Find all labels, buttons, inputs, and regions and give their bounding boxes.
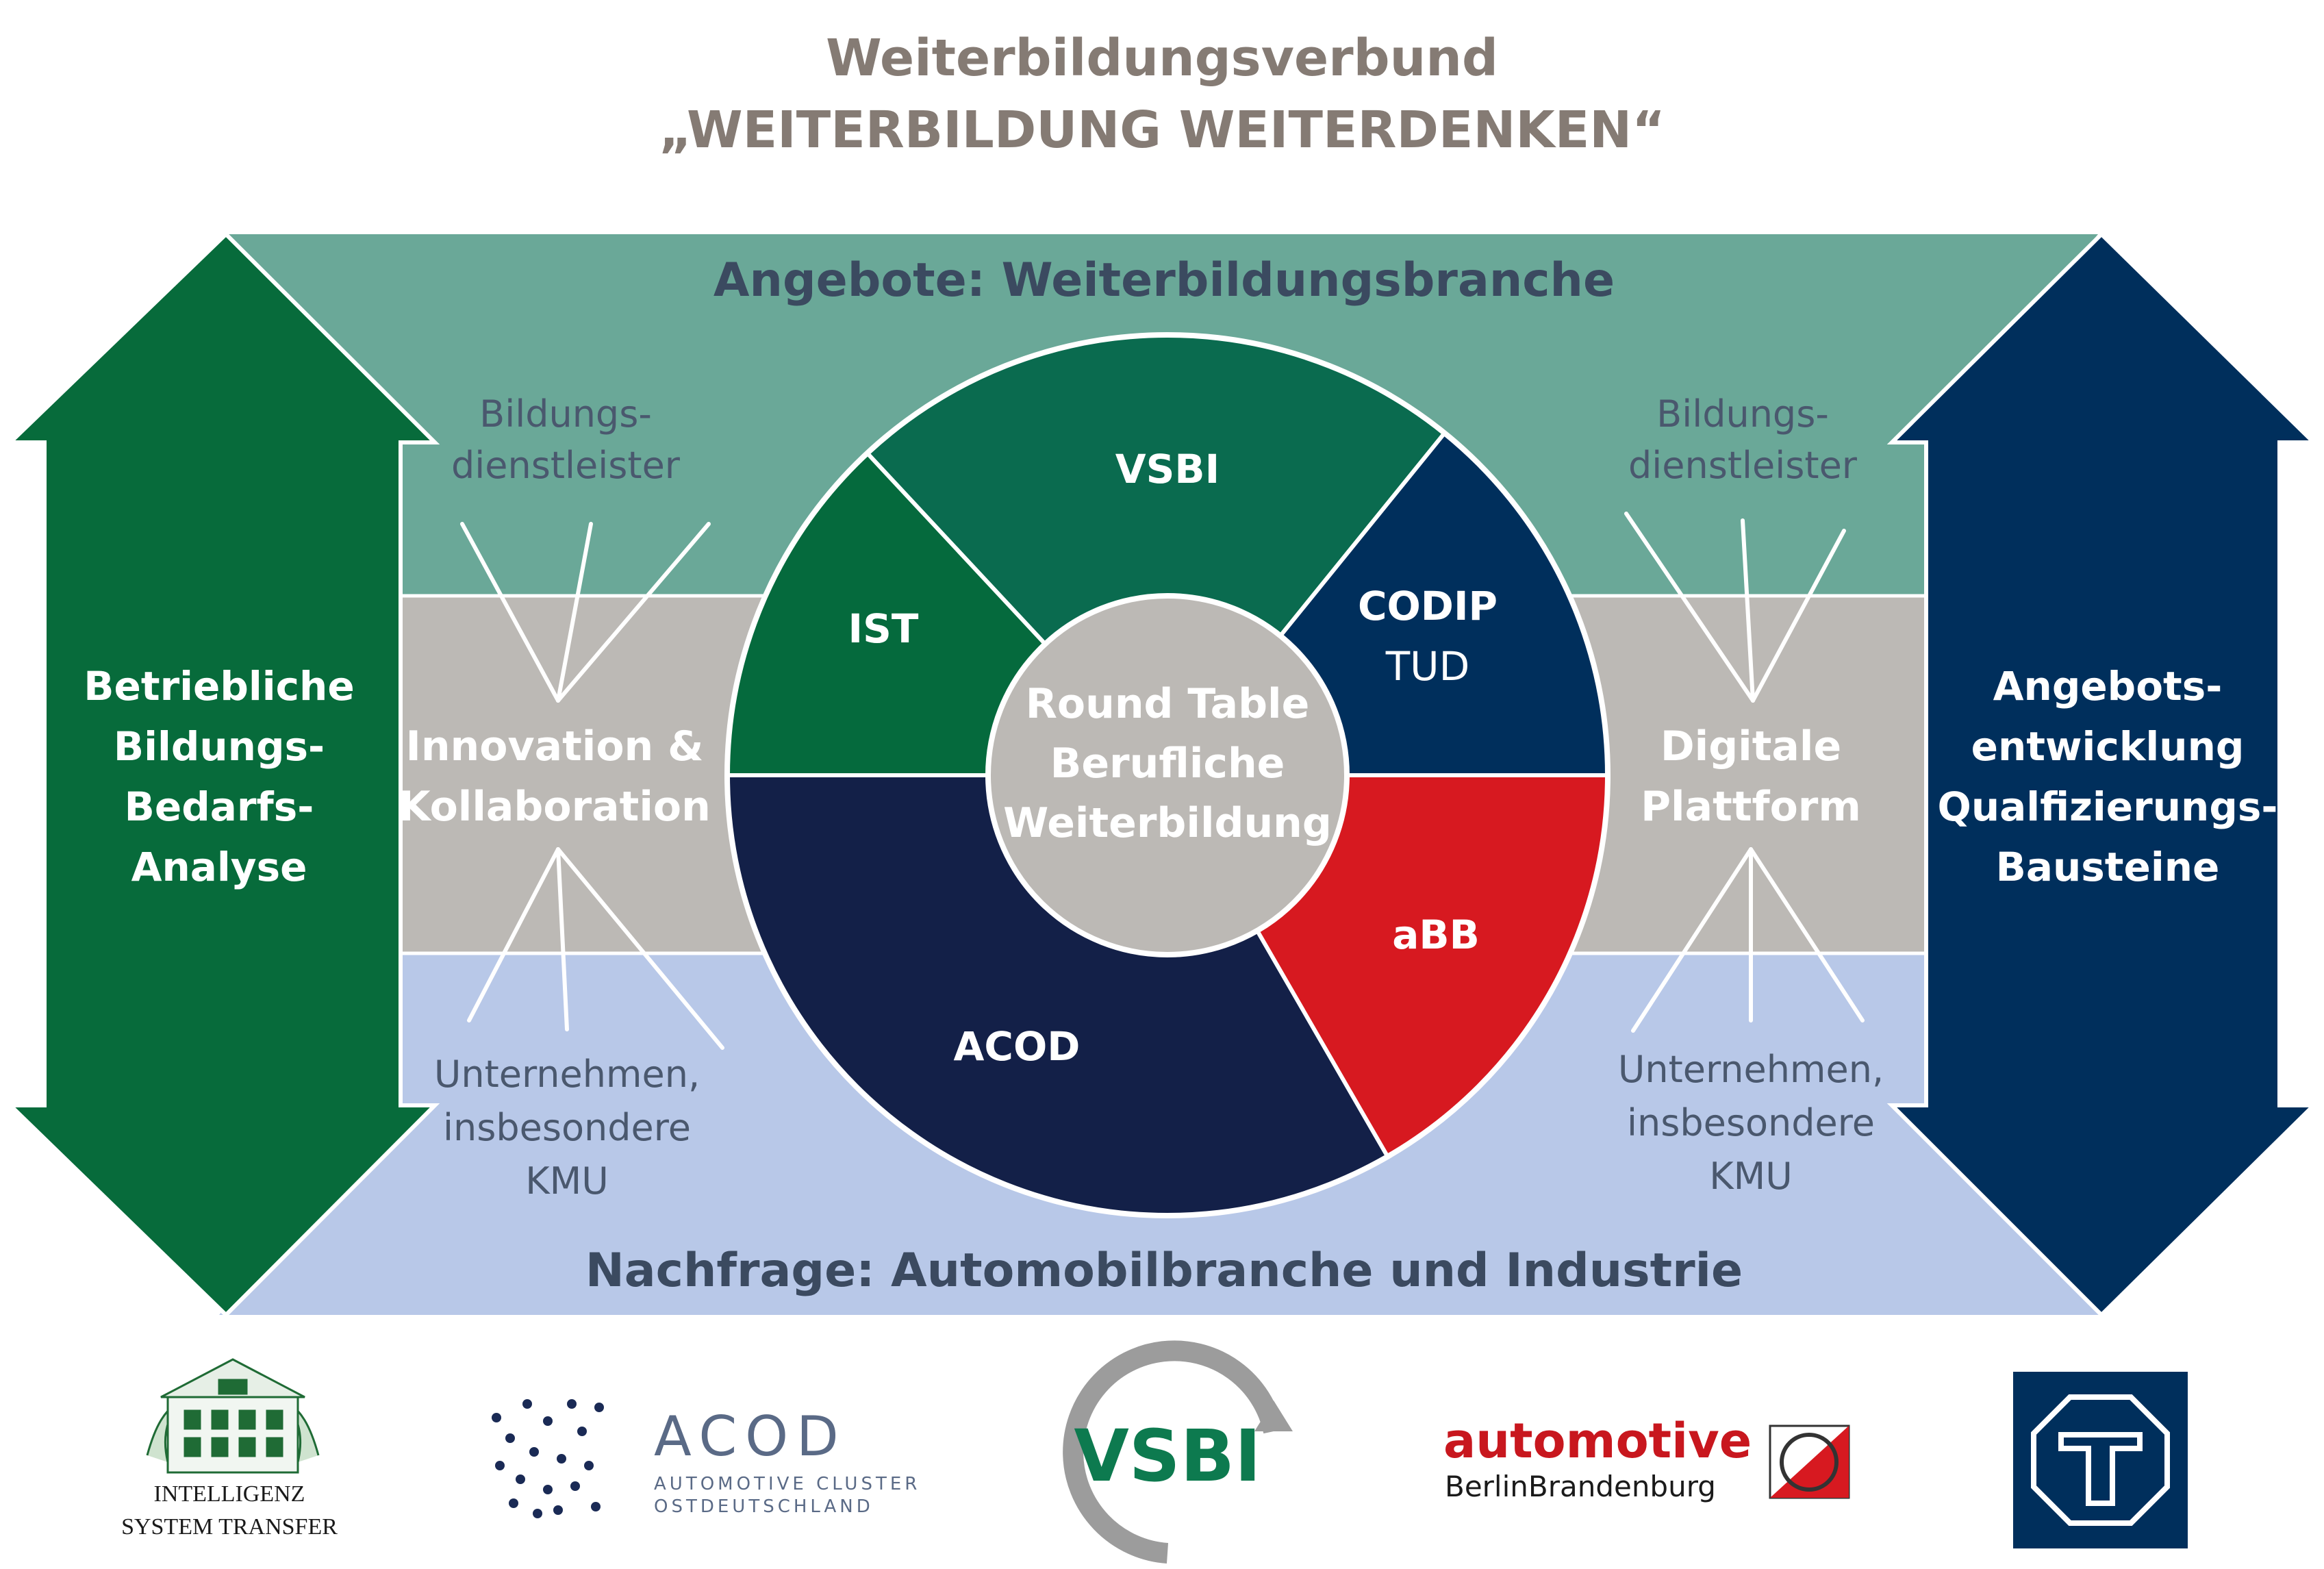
right-panel-middle-line: Digitale <box>1660 723 1841 770</box>
abb-logo: automotive BerlinBrandenburg <box>1443 1413 1850 1503</box>
acod-logo-line: AUTOMOTIVE CLUSTER <box>654 1474 920 1494</box>
left-panel: Bildungs- dienstleister Innovation & Kol… <box>399 392 711 1203</box>
acod-logo: ACOD AUTOMOTIVE CLUSTER OSTDEUTSCHLAND <box>492 1399 920 1518</box>
segment-label-ist: IST <box>848 605 919 652</box>
segment-label-codip: CODIP <box>1358 583 1498 629</box>
title-line2: „WEITERBILDUNG WEITERDENKEN“ <box>659 101 1665 160</box>
right-arrow <box>1886 231 2319 1318</box>
right-panel: Bildungs- dienstleister Digitale Plattfo… <box>1618 392 1884 1198</box>
bottom-band-label: Nachfrage: Automobilbranche und Industri… <box>585 1244 1743 1298</box>
right-panel-bottom-line: KMU <box>1709 1155 1793 1198</box>
left-panel-top-line: dienstleister <box>451 444 681 487</box>
ist-logo-line: INTELLIGENZ <box>154 1481 305 1507</box>
acod-logo-line: OSTDEUTSCHLAND <box>654 1496 874 1517</box>
ist-building-icon <box>146 1358 320 1474</box>
acod-logo-name: ACOD <box>654 1405 847 1468</box>
tud-logo <box>2013 1372 2188 1548</box>
segment-label-vsbi: VSBI <box>1115 446 1220 492</box>
vsbi-logo: VSBI <box>1063 1340 1293 1564</box>
wheel-center-line: Round Table <box>1026 680 1310 728</box>
abb-logo-sub: BerlinBrandenburg <box>1445 1470 1716 1503</box>
left-arrow-line: Analyse <box>131 844 307 890</box>
left-panel-bottom-line: Unternehmen, <box>434 1053 700 1096</box>
right-arrow-line: Angebots- <box>1993 663 2223 710</box>
top-band-label: Angebote: Weiterbildungsbranche <box>713 253 1615 307</box>
vsbi-arrowhead-icon <box>1254 1401 1293 1431</box>
tud-logo-background <box>2013 1372 2188 1548</box>
left-arrow-line: Bedarfs- <box>125 783 314 830</box>
wheel-outline <box>724 332 1611 1218</box>
right-panel-bottom-line: Unternehmen, <box>1618 1048 1884 1091</box>
wheel-center-line: Berufliche <box>1050 740 1285 788</box>
right-panel-top-line: Bildungs- <box>1656 392 1829 436</box>
left-arrow <box>5 231 440 1318</box>
right-panel-middle-line: Plattform <box>1641 783 1861 831</box>
left-arrow-line: Bildungs- <box>114 723 325 770</box>
right-arrow-line: Bausteine <box>1996 844 2220 890</box>
title: Weiterbildungsverbund „WEITERBILDUNG WEI… <box>659 29 1665 160</box>
wheel-center <box>985 593 1350 957</box>
left-arrow-text: Betriebliche Bildungs- Bedarfs- Analyse <box>84 663 354 890</box>
segment-label-acod: ACOD <box>954 1023 1081 1070</box>
wheel-center-line: Weiterbildung <box>1003 799 1332 847</box>
wheel <box>724 332 1611 1218</box>
right-connector-lines <box>1624 512 1865 1033</box>
abb-logo-name: automotive <box>1443 1413 1752 1469</box>
left-panel-top-line: Bildungs- <box>479 392 652 436</box>
segment-label-abb: aBB <box>1392 912 1480 958</box>
ist-logo: INTELLIGENZ SYSTEM TRANSFER <box>121 1358 338 1540</box>
title-line1: Weiterbildungsverbund <box>826 29 1498 88</box>
right-arrow-line: entwicklung <box>1971 723 2245 770</box>
left-panel-bottom-line: insbesondere <box>443 1106 691 1149</box>
left-panel-middle-line: Kollaboration <box>399 783 711 831</box>
vsbi-logo-name: VSBI <box>1074 1414 1261 1498</box>
left-connector-lines <box>460 522 724 1050</box>
left-arrow-line: Betriebliche <box>84 663 354 710</box>
right-arrow-line: Qualfizierungs- <box>1938 783 2278 830</box>
ist-logo-line: SYSTEM TRANSFER <box>121 1514 338 1540</box>
right-panel-bottom-line: insbesondere <box>1627 1101 1875 1144</box>
left-panel-middle-line: Innovation & <box>406 723 704 770</box>
abb-emblem-icon <box>1769 1424 1850 1499</box>
right-panel-top-line: dienstleister <box>1628 444 1858 487</box>
segment-sublabel-tud: TUD <box>1385 643 1470 690</box>
left-panel-bottom-line: KMU <box>525 1159 609 1203</box>
acod-network-icon <box>492 1399 604 1518</box>
right-arrow-text: Angebots- entwicklung Qualfizierungs- Ba… <box>1938 663 2278 890</box>
tud-seal-icon <box>2031 1394 2170 1526</box>
wheel-labels: VSBI CODIP TUD aBB ACOD IST <box>848 446 1498 1070</box>
vsbi-circular-arrow-icon <box>1063 1340 1284 1564</box>
